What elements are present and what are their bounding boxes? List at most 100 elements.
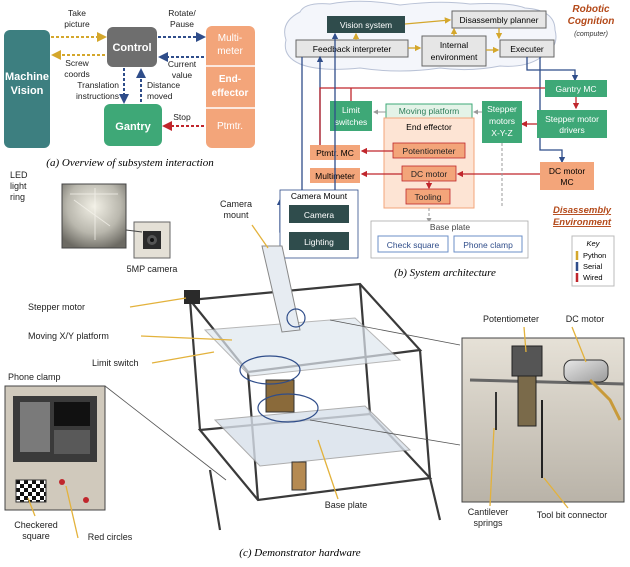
base-plate-label-b: Base plate	[430, 222, 470, 232]
control-box	[107, 27, 157, 67]
current-value-2: value	[172, 70, 193, 80]
dc-motor-mc-2: MC	[560, 177, 573, 187]
cantilever-2: springs	[473, 518, 503, 528]
multimeter-label-2: meter	[217, 46, 243, 57]
red-circle-1	[59, 479, 65, 485]
moving-xy-label: Moving X/Y platform	[28, 331, 109, 341]
robotic-cognition-2: Cognition	[568, 16, 615, 27]
stepper-motor-label: Stepper motor	[28, 302, 85, 312]
screw-coords-1: Screw	[65, 58, 89, 68]
key-box	[571, 235, 615, 287]
take-picture-2: picture	[64, 19, 90, 29]
panel-b: Robotic Cognition (computer) Vision syst…	[276, 0, 615, 287]
led-ring-2: light	[10, 181, 27, 191]
gantry-label: Gantry	[115, 121, 151, 133]
panel-c: LED light ring 5MP camera Camera mount S…	[4, 170, 625, 559]
end-effector-label-1: End-	[219, 74, 241, 85]
disassembly-planner-label: Disassembly planner	[460, 15, 539, 25]
rotate-pause-2: Pause	[170, 19, 194, 29]
stepper-motor-photo	[184, 290, 200, 304]
tooling-label: Tooling	[415, 192, 442, 202]
internal-env-1: Internal	[440, 40, 468, 50]
multimeter-label-1: Multi-	[218, 33, 242, 44]
ptmtr-label: Ptmtr.	[217, 121, 243, 132]
camera-5mp-label: 5MP camera	[127, 264, 178, 274]
dc-motor-label: DC motor	[411, 169, 448, 179]
camera-mount-label: Camera Mount	[291, 191, 348, 201]
take-picture-1: Take	[68, 8, 86, 18]
leader-lines	[27, 224, 587, 539]
check-square-label: Check square	[387, 240, 440, 250]
vision-system-box	[327, 16, 405, 33]
control-label: Control	[112, 42, 151, 54]
machine-vision-box	[4, 30, 50, 148]
caption-a: (a) Overview of subsystem interaction	[46, 157, 214, 169]
checkered-2: square	[22, 531, 50, 541]
gantry-mc-box	[545, 80, 607, 97]
led-ring-3: ring	[10, 192, 25, 202]
tool-carriage	[265, 379, 295, 413]
camera-box	[289, 205, 349, 223]
stepper-motors-3: X-Y-Z	[491, 128, 512, 138]
internal-env-box	[421, 35, 487, 67]
distance-1: Distance	[147, 80, 180, 90]
check-square-box	[377, 235, 449, 253]
multimeter-endeffector-box	[206, 26, 255, 148]
dc-motor-photo	[563, 359, 609, 383]
led-ring-photo	[61, 183, 127, 249]
rotate-pause-1: Rotate/	[168, 8, 196, 18]
translation-2: instructions	[76, 91, 119, 101]
checkered-1: Checkered	[14, 520, 58, 530]
key-python: Python	[583, 251, 606, 260]
feedback-interpreter-label: Feedback interpreter	[313, 44, 392, 54]
cantilever-1: Cantilever	[468, 507, 509, 517]
robotic-cognition-1: Robotic	[572, 4, 610, 15]
led-ring-1: LED	[10, 170, 28, 180]
base-plate-photo	[213, 405, 412, 467]
base-plate-label-c: Base plate	[325, 500, 368, 510]
end-effector-label: End effector	[406, 122, 452, 132]
limit-switches-1: Limit	[342, 105, 361, 115]
limit-switches-box	[330, 101, 372, 131]
phone-clamp-label-c: Phone clamp	[8, 372, 61, 382]
stepper-drivers-1: Stepper motor	[545, 114, 599, 124]
camera-mount-label-c-1: Camera	[220, 199, 252, 209]
key-title: Key	[587, 239, 601, 248]
computer-label: (computer)	[574, 31, 608, 38]
end-effector-label-2: effector	[212, 88, 249, 99]
gantry-mc-label: Gantry MC	[555, 84, 596, 94]
caption-c: (c) Demonstrator hardware	[239, 547, 361, 559]
machine-vision-label-1: Machine	[5, 71, 49, 83]
lighting-box	[289, 232, 349, 250]
vision-system-label: Vision system	[340, 20, 392, 30]
phone-clamp-label: Phone clamp	[463, 240, 513, 250]
stepper-motors-2: motors	[489, 116, 515, 126]
screw-coords-2: coords	[64, 69, 90, 79]
executer-label: Executer	[510, 44, 544, 54]
current-value-1: Current	[168, 59, 197, 69]
caption-b: (b) System architecture	[394, 267, 496, 279]
gantry-box	[104, 104, 162, 146]
limit-switch-label: Limit switch	[92, 358, 139, 368]
dc-motor-label-c: DC motor	[566, 314, 605, 324]
red-circles-label: Red circles	[88, 532, 133, 542]
stepper-drivers-box	[537, 110, 607, 138]
translation-1: Translation	[77, 80, 119, 90]
stepper-drivers-2: drivers	[559, 125, 585, 135]
moving-platform-label: Moving platform	[399, 106, 459, 116]
distance-2: moved	[147, 91, 173, 101]
potentiometer-photo	[511, 345, 543, 377]
panel-a: Machine Vision Control Multi- meter End-…	[4, 8, 255, 169]
checkered-square-photo	[15, 479, 47, 503]
internal-env-2: environment	[431, 52, 478, 62]
stepper-motors-box	[482, 101, 522, 143]
limit-switches-2: switches	[335, 117, 368, 127]
camera-mount-photo	[261, 245, 301, 333]
dc-motor-mc-box	[540, 162, 594, 190]
machine-vision-label-2: Vision	[11, 85, 44, 97]
xy-platform	[203, 317, 402, 377]
phone-clamp-box	[453, 235, 523, 253]
disassembly-env-1: Disassembly	[553, 205, 612, 216]
key-serial: Serial	[583, 262, 603, 271]
